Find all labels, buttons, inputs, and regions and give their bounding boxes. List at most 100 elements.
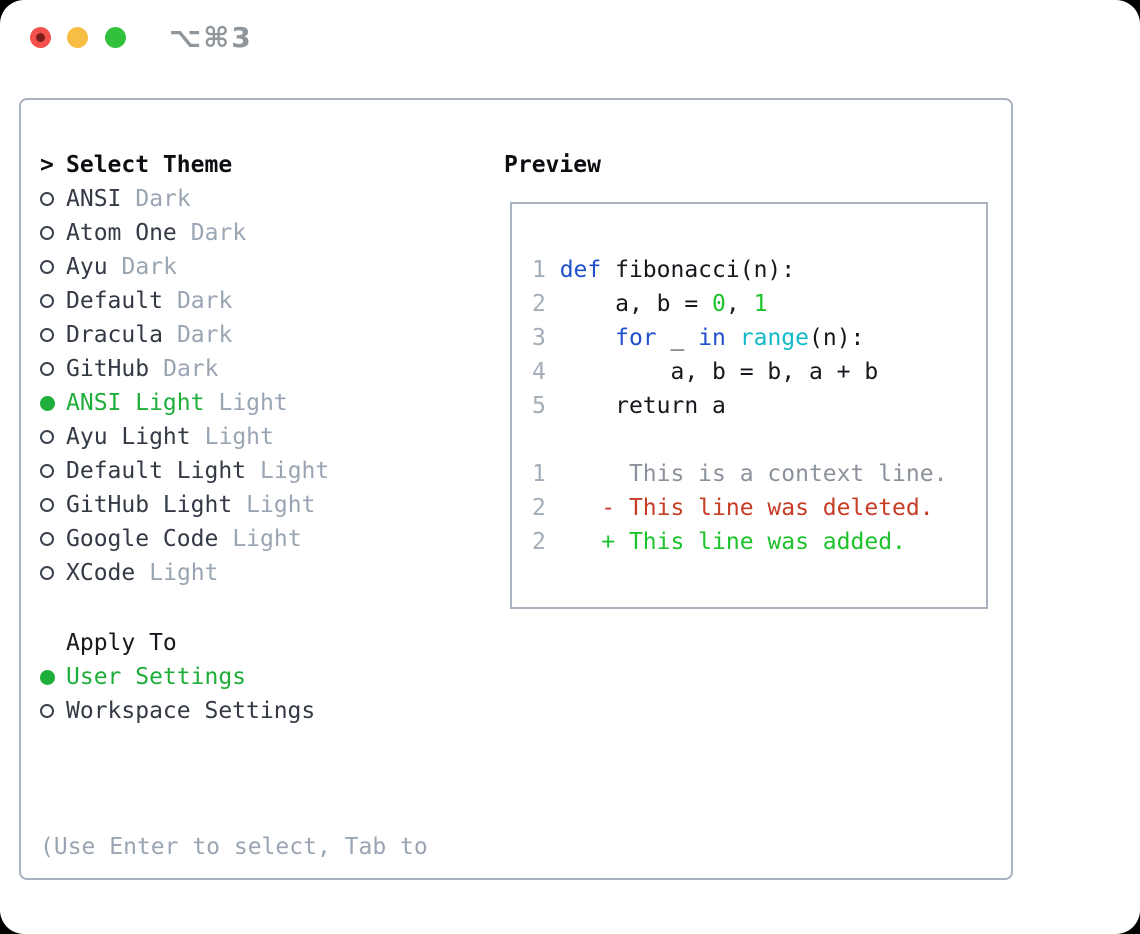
theme-option-label: Default Light <box>66 458 247 484</box>
code-segment: return a <box>559 393 726 419</box>
radio-unselected-icon <box>40 704 54 718</box>
theme-option-label: GitHub Light <box>66 492 233 518</box>
zoom-button[interactable] <box>105 27 126 48</box>
code-segment: a, b = <box>559 291 713 317</box>
code-segment: , <box>725 291 754 317</box>
close-button[interactable] <box>30 27 51 48</box>
radio-unselected-icon <box>40 294 54 308</box>
theme-option-label: Google Code <box>66 526 219 552</box>
code-segment: fibonacci(n): <box>601 257 796 283</box>
theme-option-ansi[interactable]: ANSI Dark <box>40 182 329 216</box>
theme-option-label: Default <box>66 288 163 314</box>
line-number: 1 <box>532 461 560 487</box>
line-number: 4 <box>532 359 560 385</box>
radio-unselected-icon <box>40 362 54 376</box>
line-number: 3 <box>532 325 560 351</box>
line-number: 5 <box>532 393 560 419</box>
close-button-dot <box>36 33 45 42</box>
radio-unselected-icon <box>40 226 54 240</box>
variant-tag: Light <box>149 560 219 586</box>
theme-list-header-label: Select Theme <box>66 152 233 178</box>
radio-selected-icon <box>40 669 55 685</box>
code-line-1: 1 def fibonacci(n): <box>532 253 947 287</box>
apply-to-header-label: Apply To <box>66 630 177 656</box>
code-line-5: 5 return a <box>532 389 947 423</box>
theme-option-atom-one[interactable]: Atom One Dark <box>40 216 329 250</box>
theme-option-ayu[interactable]: Ayu Dark <box>40 250 329 284</box>
apply-to-header: Apply To <box>40 626 315 660</box>
radio-unselected-icon <box>40 328 54 342</box>
theme-option-default[interactable]: Default Dark <box>40 284 329 318</box>
theme-option-label: GitHub <box>66 356 150 382</box>
theme-option-default-light[interactable]: Default Light Light <box>40 454 329 488</box>
radio-unselected-icon <box>40 566 54 580</box>
code-segment: + This line was added. <box>559 529 906 555</box>
code-segment: - This line was deleted. <box>559 495 934 521</box>
theme-list-header: > Select Theme <box>40 148 329 182</box>
code-line-7: 1 This is a context line. <box>532 457 947 491</box>
variant-tag: Light <box>218 390 288 416</box>
variant-tag: Light <box>260 458 330 484</box>
line-number: 2 <box>532 495 560 521</box>
line-number: 2 <box>532 529 560 555</box>
theme-option-label: Ayu Light <box>66 424 191 450</box>
code-segment: in <box>698 325 726 351</box>
theme-option-xcode[interactable]: XCode Light <box>40 556 329 590</box>
preview-header: Preview <box>504 152 601 178</box>
line-number: 1 <box>532 257 560 283</box>
code-segment: for <box>615 325 657 351</box>
theme-option-label: XCode <box>66 560 136 586</box>
radio-unselected-icon <box>40 464 54 478</box>
code-segment: This is a context line. <box>559 461 948 487</box>
theme-option-label: Atom One <box>66 220 177 246</box>
variant-tag: Dark <box>121 254 177 280</box>
theme-option-label: ANSI Light <box>66 390 205 416</box>
variant-tag: Light <box>246 492 316 518</box>
variant-tag: Dark <box>135 186 191 212</box>
line-number: 2 <box>532 291 560 317</box>
code-line-4: 4 a, b = b, a + b <box>532 355 947 389</box>
variant-tag: Dark <box>176 288 233 314</box>
code-segment: a, b = b, a + b <box>559 359 879 385</box>
code-line-2: 2 a, b = 0, 1 <box>532 287 947 321</box>
code-segment <box>560 325 615 351</box>
theme-option-label: Ayu <box>66 254 108 280</box>
code-segment: def <box>559 257 602 283</box>
code-segment: _ <box>656 325 699 351</box>
theme-option-ayu-light[interactable]: Ayu Light Light <box>40 420 329 454</box>
focus-chevron-icon: > <box>40 152 54 178</box>
code-line-3: 3 for _ in range(n): <box>532 321 947 355</box>
theme-option-dracula[interactable]: Dracula Dark <box>40 318 329 352</box>
variant-tag: Dark <box>163 356 219 382</box>
theme-option-github[interactable]: GitHub Dark <box>40 352 329 386</box>
radio-unselected-icon <box>40 260 54 274</box>
variant-tag: Dark <box>176 322 233 348</box>
code-line-6 <box>532 423 947 457</box>
radio-unselected-icon <box>40 192 54 206</box>
window-title: ⌥⌘3 <box>169 21 253 54</box>
apply-option-user-settings[interactable]: User Settings <box>40 660 315 694</box>
theme-option-label: ANSI <box>66 186 122 212</box>
code-segment: (n): <box>809 325 865 351</box>
radio-unselected-icon <box>40 430 54 444</box>
variant-tag: Light <box>204 424 274 450</box>
code-segment: range <box>739 325 809 351</box>
apply-option-label: User Settings <box>66 664 247 690</box>
variant-tag: Dark <box>190 220 247 246</box>
theme-option-github-light[interactable]: GitHub Light Light <box>40 488 329 522</box>
keyboard-hint-line1: (Use Enter to select, Tab to <box>40 834 428 860</box>
theme-option-label: Dracula <box>66 322 163 348</box>
keyboard-hint: (Use Enter to select, Tab to change focu… <box>40 762 428 934</box>
theme-option-ansi-light[interactable]: ANSI Light Light <box>40 386 329 420</box>
code-segment <box>726 325 740 351</box>
minimize-button[interactable] <box>67 27 88 48</box>
apply-option-workspace-settings[interactable]: Workspace Settings <box>40 694 315 728</box>
code-line-8: 2 - This line was deleted. <box>532 491 947 525</box>
radio-unselected-icon <box>40 532 54 546</box>
